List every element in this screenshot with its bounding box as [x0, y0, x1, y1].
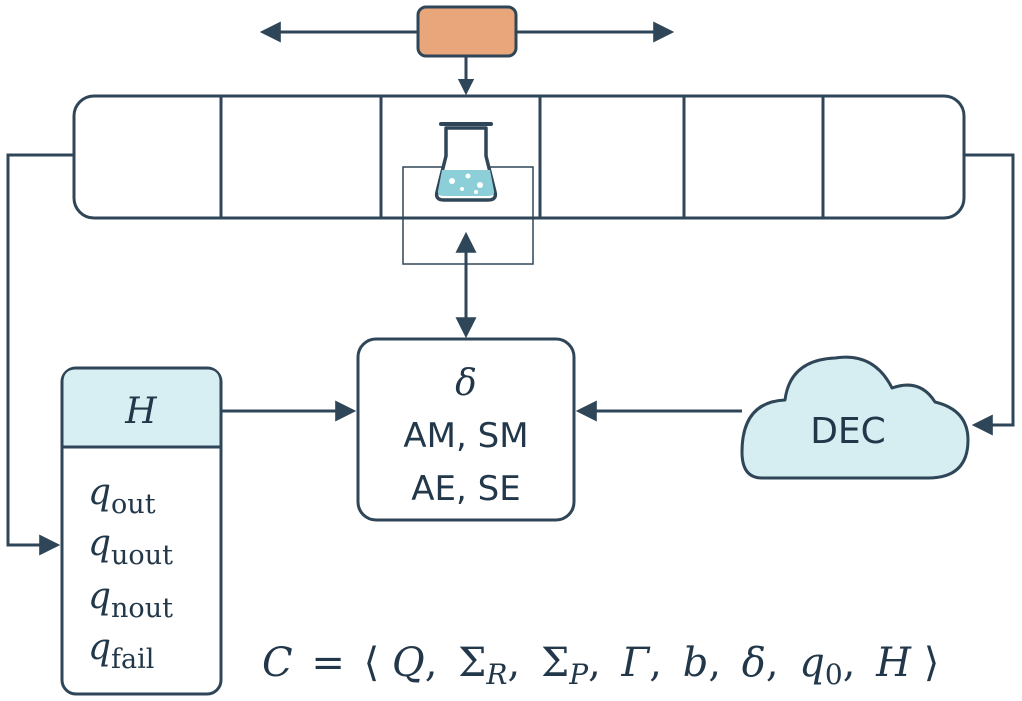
history-box-outline	[60, 366, 223, 696]
state-q-uout: quout	[88, 523, 173, 571]
cloud-shape	[740, 355, 970, 480]
state-q-nout: qnout	[88, 576, 173, 624]
tape	[72, 94, 966, 220]
delta-line-2: AE, SE	[411, 469, 520, 509]
formula: C = ⟨ Q, ΣR, ΣP, Γ, b, δ, q0, H ⟩	[262, 640, 939, 691]
tape-outline	[72, 94, 966, 220]
state-q-out: qout	[88, 472, 156, 520]
cloud-label: DEC	[810, 411, 886, 452]
history-title: H	[124, 391, 157, 432]
tape-right-to-cloud-arrow	[964, 153, 1015, 436]
tape-left-to-history-arrow	[6, 153, 74, 556]
tape-head	[259, 5, 675, 96]
cloud-icon: DEC	[740, 355, 970, 480]
history-box-header	[63, 369, 220, 447]
state-q-fail: qfail	[88, 627, 154, 675]
delta-line-1: AM, SM	[403, 416, 528, 456]
tape-head-block	[416, 5, 518, 58]
history-box: H qout quout qnout qfail	[60, 366, 223, 696]
flask-icon	[434, 122, 498, 202]
delta-box-outline	[356, 337, 576, 522]
delta-symbol: δ	[455, 363, 477, 404]
delta-box: δ AM, SM AE, SE	[356, 337, 576, 522]
